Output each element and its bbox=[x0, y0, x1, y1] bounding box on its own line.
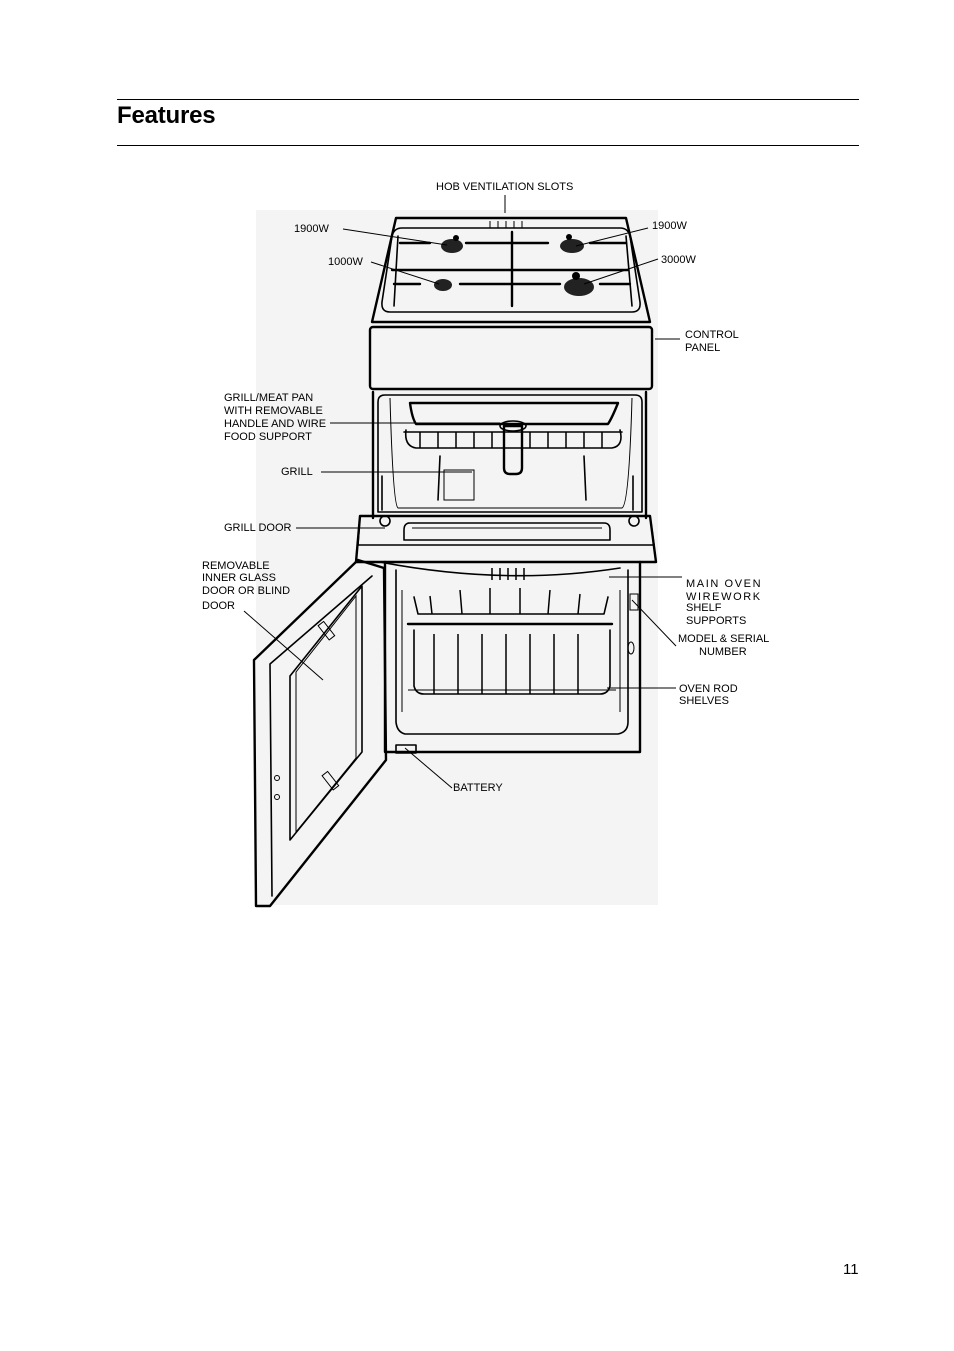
label-grill-door: GRILL DOOR bbox=[224, 522, 291, 534]
label-burner-rear-left: 1900W bbox=[294, 223, 329, 235]
label-inner-glass-door: REMOVABLE INNER GLASS DOOR OR BLIND DOOR bbox=[202, 560, 293, 612]
label-battery: BATTERY bbox=[453, 782, 503, 794]
page-number: 11 bbox=[843, 1261, 859, 1278]
label-hob-ventilation-slots: HOB VENTILATION SLOTS bbox=[436, 181, 573, 193]
label-main-oven-shelf-supports: MAIN OVEN WIREWORK SHELF SUPPORTS bbox=[686, 578, 765, 627]
burner-front-right-icon bbox=[564, 272, 594, 296]
control-panel bbox=[368, 325, 654, 391]
hob bbox=[370, 216, 652, 324]
grill-door bbox=[354, 514, 658, 564]
label-burner-rear-right: 1900W bbox=[652, 220, 687, 232]
leader-lines bbox=[243, 195, 682, 789]
label-oven-rod-shelves: OVEN ROD SHELVES bbox=[679, 683, 741, 707]
grill-compartment bbox=[371, 390, 648, 527]
label-control-panel: CONTROL PANEL bbox=[685, 329, 741, 354]
main-oven-door bbox=[252, 558, 388, 908]
burner-front-left-icon bbox=[434, 279, 452, 291]
burner-rear-left-icon bbox=[441, 235, 463, 253]
label-model-serial-number: MODEL & SERIAL NUMBER bbox=[678, 633, 772, 658]
label-burner-front-right: 3000W bbox=[661, 254, 696, 266]
page-title: Features bbox=[117, 102, 216, 129]
title-underline bbox=[117, 145, 859, 146]
illustration-background bbox=[256, 210, 658, 905]
main-oven bbox=[379, 560, 642, 754]
top-rule bbox=[117, 99, 859, 100]
label-grill-meat-pan: GRILL/MEAT PAN WITH REMOVABLE HANDLE AND… bbox=[224, 392, 329, 443]
label-grill: GRILL bbox=[281, 466, 313, 478]
label-burner-front-left: 1000W bbox=[328, 256, 363, 268]
burner-rear-right-icon bbox=[560, 234, 584, 253]
battery-icon bbox=[395, 744, 417, 754]
